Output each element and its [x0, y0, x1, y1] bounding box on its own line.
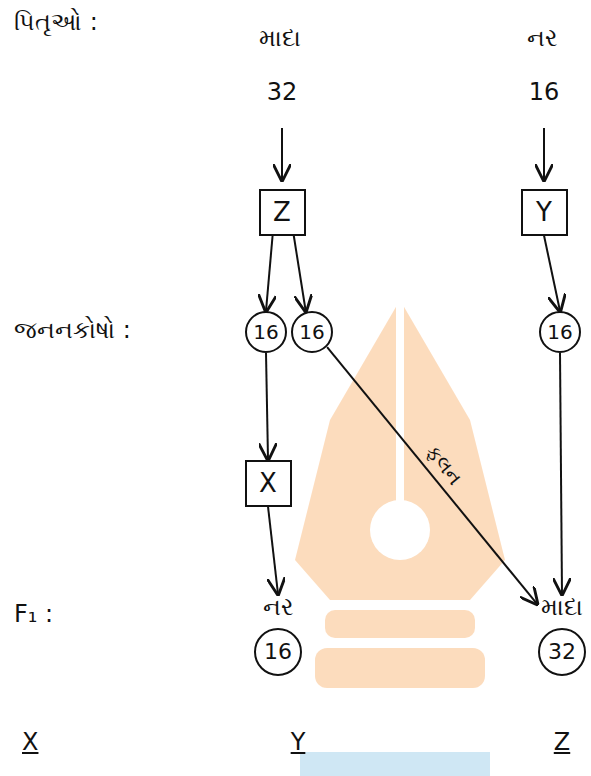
connector-arrow [544, 236, 560, 312]
sex-heading: માદા [541, 594, 583, 620]
process-box: X [245, 460, 292, 507]
connector-arrow [268, 507, 278, 595]
connector-arrow [327, 347, 537, 604]
box-letter: Y [536, 198, 552, 227]
offspring-node: માદા 32 [538, 594, 586, 676]
gamete-circle: 16 [539, 311, 581, 353]
gamete-circle: 16 [245, 311, 287, 353]
process-box: Z [259, 189, 306, 236]
offspring-node: નર 16 [254, 594, 302, 676]
answer-letter: Z [554, 728, 570, 757]
edge-label: ફલન [422, 441, 467, 489]
chromosome-circle: 32 [538, 628, 586, 676]
row-label: 32 [267, 78, 298, 107]
chromosome-number: 16 [299, 321, 324, 343]
answer-letter: Y [291, 728, 306, 757]
chromosome-number: 16 [547, 321, 572, 343]
connector-arrow [266, 353, 268, 460]
row-label: માદા [259, 24, 301, 53]
chromosome-circle: 16 [254, 628, 302, 676]
process-box: Y [521, 189, 568, 236]
row-label: F₁ : [14, 600, 53, 629]
gamete-circle: 16 [291, 311, 333, 353]
row-label: 16 [529, 78, 560, 107]
box-letter: X [259, 469, 277, 498]
connector-arrow [266, 236, 273, 312]
connector-arrow [560, 353, 562, 594]
chromosome-number: 16 [253, 321, 278, 343]
row-label: નર [527, 24, 557, 53]
parent-arrow [543, 128, 545, 180]
row-label: જનનકોષો : [14, 316, 131, 345]
row-label: પિતૃઓ : [14, 8, 98, 37]
chromosome-number: 16 [264, 640, 292, 664]
parent-arrow [281, 128, 283, 180]
answer-letter: X [22, 728, 38, 757]
chromosome-number: 32 [548, 640, 576, 664]
pen-watermark [295, 300, 505, 776]
connector-arrow [294, 236, 306, 312]
box-letter: Z [273, 198, 291, 227]
sex-heading: નર [263, 594, 293, 620]
